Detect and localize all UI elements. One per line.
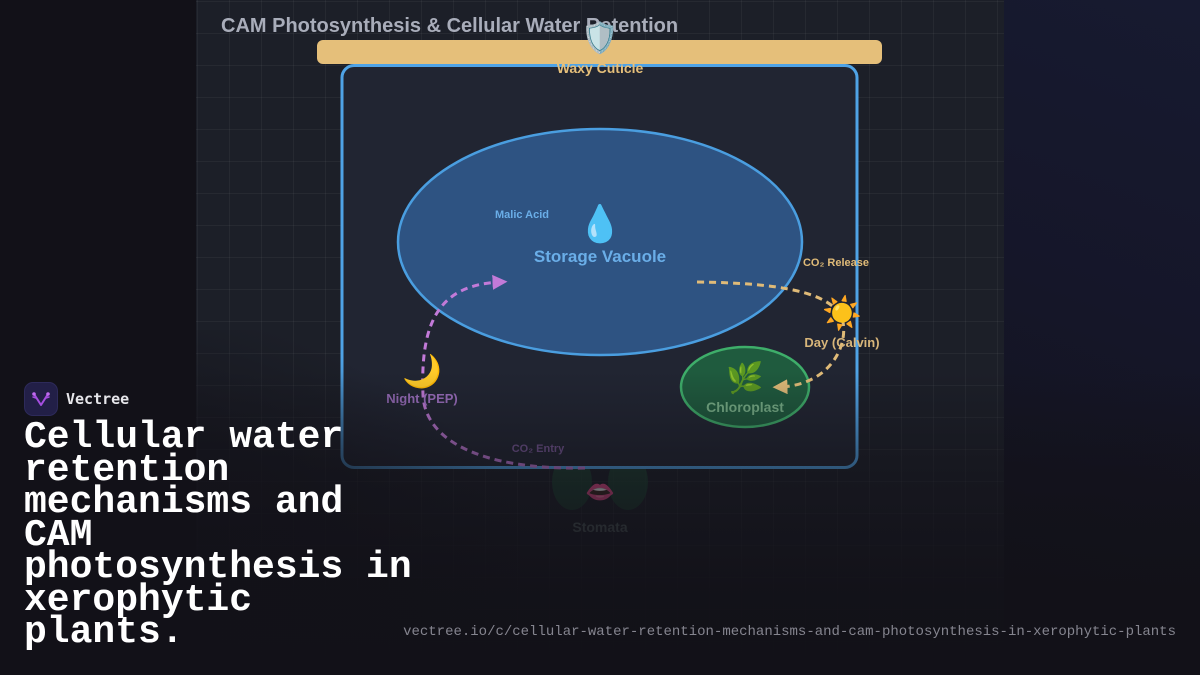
page-headline: Cellular water retention mechanisms and … xyxy=(24,416,412,654)
co2-entry-label: CO₂ Entry xyxy=(512,443,565,455)
brand: Vectree xyxy=(24,382,129,416)
malic-acid-label: Malic Acid xyxy=(495,209,549,221)
cuticle-label: Waxy Cuticle xyxy=(557,60,644,76)
sun-icon: ☀️ xyxy=(822,294,862,332)
leaf-icon: 🌿 xyxy=(726,360,763,395)
water-drop-icon: 💧 xyxy=(578,203,623,244)
night-label: Night (PEP) xyxy=(386,391,458,406)
co2-release-label: CO₂ Release xyxy=(803,257,869,269)
lips-icon: 👄 xyxy=(585,479,615,506)
moon-icon: 🌙 xyxy=(402,353,442,390)
stomata-label: Stomata xyxy=(572,519,627,535)
day-label: Day (Calvin) xyxy=(804,335,879,350)
vacuole-label: Storage Vacuole xyxy=(534,247,666,266)
page-url[interactable]: vectree.io/c/cellular-water-retention-me… xyxy=(403,624,1176,640)
vectree-logo-icon xyxy=(24,382,58,416)
chloroplast-label: Chloroplast xyxy=(706,399,784,415)
brand-name: Vectree xyxy=(66,390,130,408)
shield-icon: 🛡️ xyxy=(581,20,618,55)
